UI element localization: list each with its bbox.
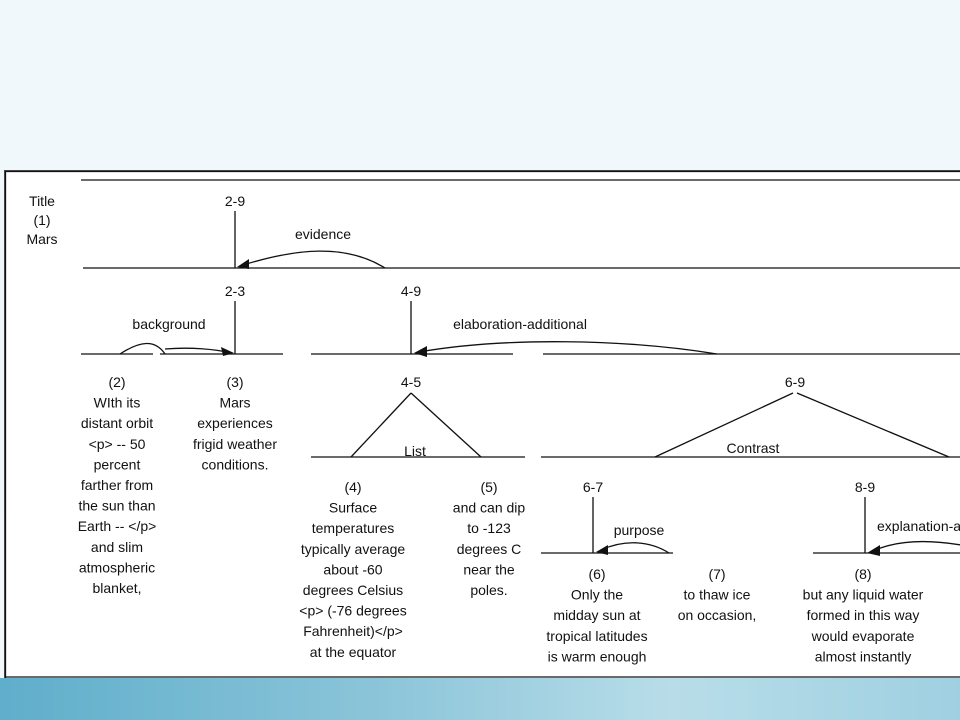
elaboration-arc xyxy=(418,341,718,355)
relation-purpose: purpose xyxy=(614,522,665,538)
segment-text-line: frigid weather xyxy=(193,436,277,452)
title-text: Mars xyxy=(26,231,57,247)
background-arc-right xyxy=(164,347,232,354)
segment-8-text: (8) but any liquid water formed in this wa… xyxy=(803,566,924,664)
span-4-9: 4-9 xyxy=(401,283,421,299)
segment-text-line: distant orbit xyxy=(81,415,153,431)
segment-text-line: Fahrenheit)</p> xyxy=(303,623,403,639)
segment-text-line: farther from xyxy=(81,477,153,493)
segment-text-line: formed in this way xyxy=(807,607,920,623)
segment-2-number: (2) xyxy=(108,374,125,390)
segment-text-line: to -123 xyxy=(467,520,511,536)
span-6-9: 6-9 xyxy=(785,374,805,390)
segment-text-line: Mars xyxy=(219,395,250,411)
segment-text-line: atmospheric xyxy=(79,559,155,575)
segment-7-number: (7) xyxy=(708,566,725,582)
segment-text-line: tropical latitudes xyxy=(546,628,647,644)
segment-text-line: at the equator xyxy=(310,644,397,660)
segment-8-number: (8) xyxy=(854,566,871,582)
evidence-arrowhead xyxy=(237,259,249,269)
segment-5-text: (5) and can dip to -123 degrees C near the po… xyxy=(453,479,526,598)
purpose-arrowhead xyxy=(596,545,608,555)
segment-6-number: (6) xyxy=(588,566,605,582)
relation-list: List xyxy=(404,443,426,459)
relation-explanation: explanation-a xyxy=(877,518,960,534)
segment-text-line: WIth its xyxy=(94,395,141,411)
list-branch-right xyxy=(410,392,482,458)
segment-text-line: percent xyxy=(94,456,141,472)
segment-text-line: <p> (-76 degrees xyxy=(299,603,406,619)
span-2-3: 2-3 xyxy=(225,283,245,299)
span-4-5: 4-5 xyxy=(401,374,421,390)
segment-text-line: temperatures xyxy=(312,520,394,536)
segment-text-line: poles. xyxy=(470,582,507,598)
segment-2-text: (2) WIth its distant orbit <p> -- 50 percent… xyxy=(78,374,157,596)
segment-text-line: Only the xyxy=(571,587,623,603)
title-number: (1) xyxy=(33,212,50,228)
explanation-arrowhead xyxy=(867,545,880,556)
segment-text-line: on occasion, xyxy=(678,607,757,623)
segment-text-line: is warm enough xyxy=(548,648,647,664)
segment-text-line: <p> -- 50 xyxy=(89,436,146,452)
segment-text-line: near the xyxy=(463,561,515,577)
segment-7-text: (7) to thaw ice on occasion, xyxy=(678,566,757,623)
segment-text-line: and can dip xyxy=(453,500,526,516)
segment-text-line: but any liquid water xyxy=(803,587,924,603)
rst-tree-diagram: Title (1) Mars 2-9 evidence 2-3 backgrou… xyxy=(5,171,960,678)
segment-text-line: blanket, xyxy=(92,580,141,596)
relation-background: background xyxy=(132,316,205,332)
slide-background-top xyxy=(0,0,960,170)
span-6-7: 6-7 xyxy=(583,479,603,495)
span-8-9: 8-9 xyxy=(855,479,875,495)
segment-text-line: degrees C xyxy=(457,541,522,557)
segment-text-line: conditions. xyxy=(202,456,269,472)
segment-4-text: (4) Surface temperatures typically average a… xyxy=(299,479,406,660)
title-label: Title xyxy=(29,193,55,209)
segment-5-number: (5) xyxy=(480,479,497,495)
purpose-arc xyxy=(600,542,670,554)
segment-text-line: midday sun at xyxy=(553,607,640,623)
span-2-9: 2-9 xyxy=(225,193,245,209)
contrast-branch-left xyxy=(654,392,794,458)
segment-text-line: the sun than xyxy=(78,498,155,514)
segment-4-number: (4) xyxy=(344,479,361,495)
relation-evidence: evidence xyxy=(295,226,351,242)
segment-text-line: Earth -- </p> xyxy=(78,518,157,534)
segment-text-line: degrees Celsius xyxy=(303,582,403,598)
segment-text-line: to thaw ice xyxy=(684,587,751,603)
segment-text-line: about -60 xyxy=(323,561,382,577)
evidence-arc xyxy=(242,250,386,269)
segment-text-line: almost instantly xyxy=(815,648,911,664)
segment-text-line: experiences xyxy=(197,415,273,431)
segment-3-text: (3) Mars experiences frigid weather conditio… xyxy=(193,374,277,472)
segment-3-number: (3) xyxy=(226,374,243,390)
background-arrowhead xyxy=(221,347,234,356)
segment-6-text: (6) Only the midday sun at tropical latitud… xyxy=(546,566,647,664)
background-arc-left xyxy=(119,342,166,355)
segment-text-line: would evaporate xyxy=(811,628,915,644)
relation-elaboration: elaboration-additional xyxy=(453,316,587,332)
relation-contrast: Contrast xyxy=(727,440,780,456)
list-branch-left xyxy=(350,392,412,458)
segment-text-line: typically average xyxy=(301,541,405,557)
explanation-arc xyxy=(872,540,960,552)
title-node: Title (1) Mars xyxy=(26,193,57,247)
elaboration-arrowhead xyxy=(414,346,427,357)
segment-text-line: Surface xyxy=(329,500,377,516)
slide-footer-band xyxy=(0,678,960,720)
rst-diagram-panel: Title (1) Mars 2-9 evidence 2-3 backgrou… xyxy=(4,170,960,678)
contrast-branch-right xyxy=(796,392,950,458)
segment-text-line: and slim xyxy=(91,539,143,555)
